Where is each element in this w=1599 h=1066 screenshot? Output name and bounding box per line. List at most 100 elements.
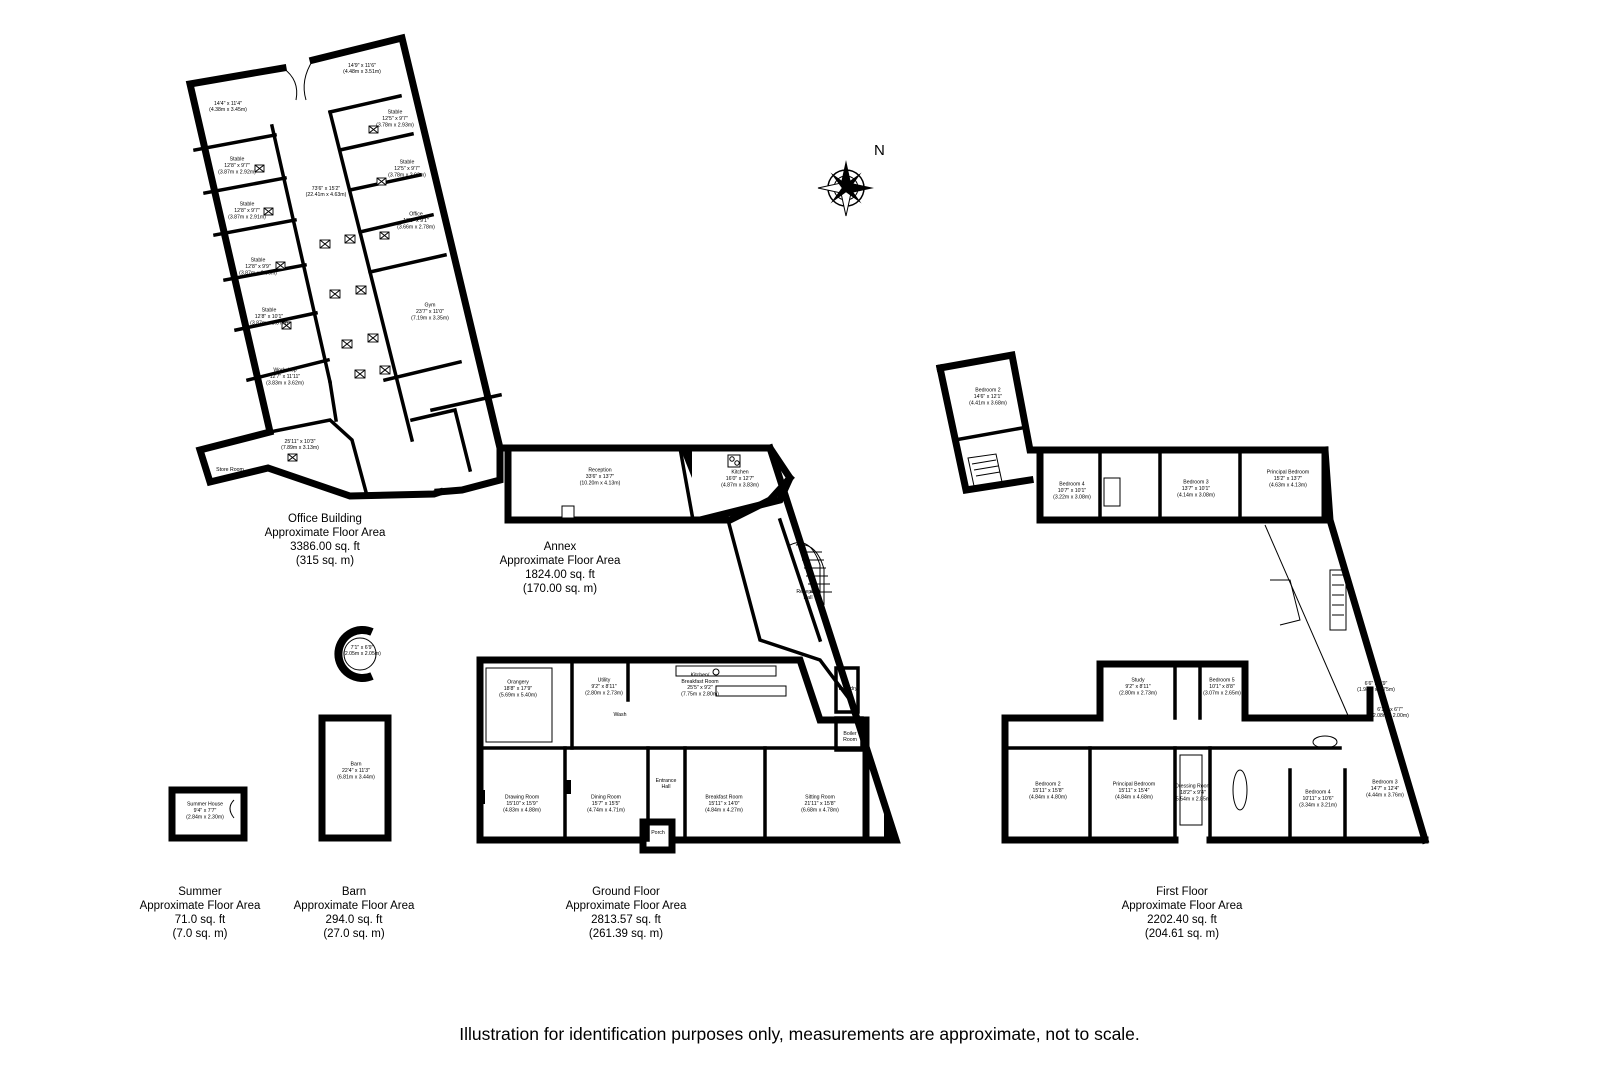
room-label-line: (4.83m x 4.88m): [503, 807, 541, 813]
room-label-line: Kitchen/: [691, 672, 710, 678]
room-label-line: Reception: [588, 468, 611, 474]
room-label-line: Store Room: [216, 467, 244, 473]
room-label-line: Stable: [251, 258, 266, 264]
room-label-line: 25'5" x 9'2": [687, 685, 713, 691]
room-label-line: Stable: [230, 157, 245, 163]
room-label-line: (2.80m x 2.73m): [585, 690, 623, 696]
room-label-line: 9'2" x 8'11": [1125, 684, 1150, 690]
room-label-line: 18'8" x 17'9": [504, 686, 533, 692]
room-label-line: 15'11" x 14'0": [709, 801, 740, 807]
room-label-line: 14'4" x 11'4": [214, 101, 242, 107]
room-label-line: Bedroom 4: [1305, 790, 1330, 796]
room-label-line: 10'1" x 8'8": [1209, 684, 1235, 690]
room-label-line: 12'5" x 9'7": [394, 166, 420, 172]
area-caption-line: Approximate Floor Area: [499, 555, 621, 567]
room-label-line: Barn: [351, 762, 362, 768]
room-label-line: Boiler: [843, 731, 857, 737]
room-label-line: Hall: [804, 595, 813, 601]
room-label-line: 33'6" x 13'7": [586, 474, 615, 480]
area-caption-line: (261.39 sq. m): [588, 928, 664, 940]
room-label-line: 12'8" x 10'1": [255, 314, 284, 320]
room-office-14-9: 14'9" x 11'6"(4.48m x 3.51m): [343, 63, 381, 75]
room-label-line: 21'11" x 15'8": [805, 801, 836, 807]
room-label-line: (3.87m x 2.96m): [239, 270, 277, 276]
room-label-line: 12'8" x 9'7": [234, 208, 260, 214]
room-office-14-4: 14'4" x 11'4"(4.38m x 3.45m): [209, 101, 247, 113]
room-label-line: (7.89m x 3.13m): [281, 445, 319, 451]
room-label-line: 9'2" x 8'11": [591, 684, 616, 690]
room-label-line: 25'11" x 10'3": [285, 439, 316, 445]
room-label-line: (4.84m x 4.68m): [1115, 794, 1153, 800]
room-label-line: Principal Bedroom: [1267, 470, 1309, 476]
room-laundry: Laundry: [839, 686, 858, 692]
area-caption-line: 71.0 sq. ft: [174, 914, 226, 926]
room-label-line: (4.74m x 4.71m): [587, 807, 625, 813]
room-label-line: 16'0" x 12'7": [726, 476, 755, 482]
room-label-line: Dressing Room: [1175, 784, 1211, 790]
room-label-line: Kitchen: [731, 470, 748, 476]
area-caption-line: Barn: [341, 886, 367, 898]
room-label-line: 12'8" x 9'9": [245, 264, 271, 270]
room-label-line: Orangery: [507, 680, 529, 686]
office-building-plan: 14'4" x 11'4"(4.38m x 3.45m) 14'9" x 11'…: [185, 33, 505, 500]
room-rotunda: 7'1" x 6'9"(2.05m x 2.05m): [343, 645, 381, 657]
room-label-line: Stable: [240, 202, 255, 208]
area-caption-line: (170.00 sq. m): [522, 583, 598, 595]
room-label-line: 14'6" x 12'1": [974, 394, 1003, 400]
rotunda-plan: 7'1" x 6'9"(2.05m x 2.05m): [334, 626, 381, 682]
area-caption-line: Approximate Floor Area: [139, 900, 261, 912]
room-label-line: Workshop: [273, 368, 296, 374]
room-label-line: Stable: [262, 308, 277, 314]
room-label-line: (4.48m x 3.51m): [343, 69, 381, 75]
room-label-line: 6'6" x 5'9": [1365, 681, 1388, 687]
room-label-line: 12'0" x 9'1": [403, 218, 429, 224]
room-label-line: (6.68m x 4.78m): [801, 807, 839, 813]
room-wash: Wash: [613, 712, 626, 718]
compass-rose-icon: [817, 160, 874, 217]
room-label-line: Sitting Room: [805, 795, 835, 801]
room-label-line: Room: [843, 737, 857, 743]
room-label-line: Study: [1131, 678, 1145, 684]
room-label-line: (2.80m x 2.73m): [1119, 690, 1157, 696]
room-label-line: Bedroom 2: [975, 388, 1000, 394]
room-label-line: Utility: [598, 678, 611, 684]
room-label-line: (4.41m x 3.68m): [969, 400, 1007, 406]
ff-stair-icon: [967, 453, 1003, 487]
area-caption-line: Approximate Floor Area: [1121, 900, 1243, 912]
area-caption-line: 3386.00 sq. ft: [290, 541, 360, 553]
room-label-line: Gym: [425, 303, 436, 309]
skylight-group: [254, 125, 391, 462]
room-label-line: Bedroom 4: [1059, 482, 1084, 488]
room-label-line: (4.14m x 3.08m): [1177, 492, 1215, 498]
area-caption-line: Annex: [543, 541, 577, 553]
area-caption-line: (27.0 sq. m): [323, 928, 385, 940]
room-label-line: Bedroom 5: [1209, 678, 1234, 684]
room-label-line: (3.07m x 2.65m): [1203, 690, 1241, 696]
area-caption-line: 1824.00 sq. ft: [525, 569, 595, 581]
room-label-line: (3.78m x 2.93m): [388, 172, 426, 178]
area-caption-line: (204.61 sq. m): [1144, 928, 1220, 940]
room-label-line: 6'10" x 6'7": [1377, 707, 1403, 713]
room-label-line: Summer House: [187, 802, 223, 808]
area-caption-line: 294.0 sq. ft: [325, 914, 383, 926]
area-caption-line: 2202.40 sq. ft: [1147, 914, 1217, 926]
